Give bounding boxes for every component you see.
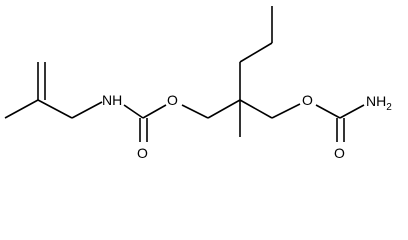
atom-o-ester-left: O (167, 92, 178, 108)
atom-nh2-subscript: 2 (386, 102, 392, 113)
bond-propyl1-propyl2 (239, 42, 273, 63)
bond-ch2-o-right (271, 103, 301, 119)
bond-methyl-c2 (4, 99, 39, 119)
atom-o-ester-right: O (302, 92, 313, 108)
atom-o-carbonyl-right: O (334, 145, 345, 161)
bond-ch2-nh (71, 101, 103, 119)
bond-ch2-quaternary-c (207, 99, 241, 119)
bond-carbonyl-c-nh2 (339, 104, 365, 119)
bond-o-ch2-left (181, 104, 209, 119)
atom-nh2: NH2 (366, 93, 392, 113)
bond-quaternary-c-ch2-right (239, 99, 273, 119)
atom-nh2-n: NH (366, 93, 386, 109)
atom-nh: NH (102, 92, 122, 108)
atom-o-carbonyl-left: O (137, 145, 148, 161)
bond-o-carbonyl-c-right (315, 104, 341, 119)
bond-carbonyl-c-o-ester-left (142, 104, 167, 119)
bond-nh-carbonyl-c (123, 104, 144, 119)
chemical-structure: NH O O O O NH2 (4, 6, 392, 161)
bond-c2-ch2n (37, 99, 73, 119)
